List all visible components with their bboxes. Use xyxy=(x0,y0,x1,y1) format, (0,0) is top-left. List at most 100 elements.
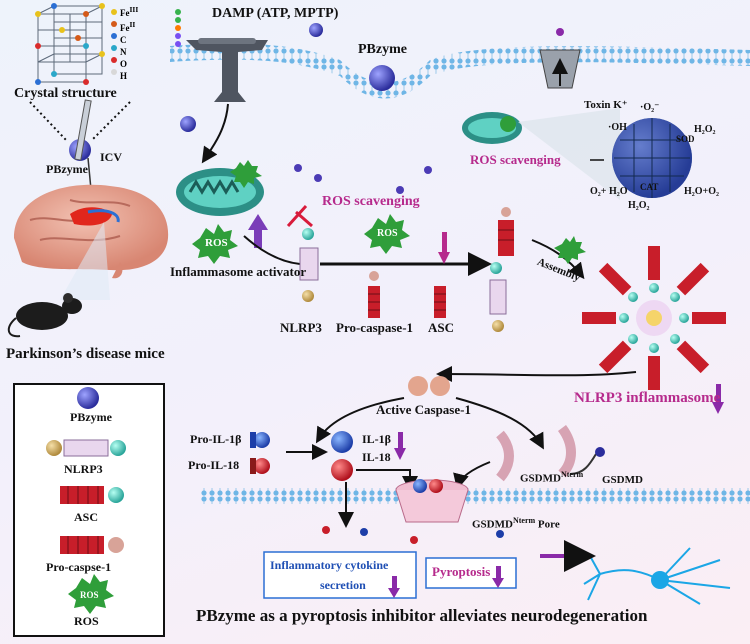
legend-nlrp3-icon xyxy=(46,439,126,457)
procasp-label: Pro-caspase-1 xyxy=(336,320,414,335)
arrow-down-icon xyxy=(712,402,724,414)
upper-membrane xyxy=(170,43,750,99)
legend-ros: ROS xyxy=(74,614,99,628)
complex-icon xyxy=(489,207,514,332)
ros-scavenging-right: ROS scavenging xyxy=(470,152,561,167)
crystal-legend-labels: FeIII FeII C N O H xyxy=(120,5,139,81)
il1b-ball xyxy=(331,431,353,453)
il18-label: IL-18 xyxy=(362,450,391,464)
legend-pbzyme-icon xyxy=(77,387,99,409)
arrow-down-icon xyxy=(438,252,450,264)
pbzyme-float xyxy=(180,116,196,132)
pro-il1b-label: Pro-IL-1β xyxy=(190,432,242,446)
legend-pbzyme: PBzyme xyxy=(70,410,112,424)
h2o2-b: H₂O₂ xyxy=(628,200,650,211)
pbzyme-top xyxy=(369,65,395,91)
gsdmd-nterm-icon xyxy=(496,430,514,482)
mitochondrion-right xyxy=(462,112,522,144)
dot xyxy=(314,174,322,182)
oh-label: ·OH xyxy=(608,122,627,133)
inflammasome-wheel xyxy=(582,246,726,390)
arrow-up-stub xyxy=(254,226,262,248)
toxin-label: Toxin K⁺ xyxy=(584,99,628,111)
h2oo2-label: H₂O+O₂ xyxy=(684,186,720,197)
zoom-cone xyxy=(60,222,110,300)
legend-asc: ASC xyxy=(74,510,99,524)
pro-caspase-icon xyxy=(368,271,380,318)
arrow xyxy=(243,235,301,265)
inhibit-line xyxy=(286,204,308,228)
dot xyxy=(424,166,432,174)
legend-procasp-icon xyxy=(60,536,124,554)
cat-label: CAT xyxy=(640,182,659,192)
footer-title: PBzyme as a pyroptosis inhibitor allevia… xyxy=(196,606,648,625)
active-casp-label: Active Caspase-1 xyxy=(376,402,471,417)
il18-ball xyxy=(331,459,353,481)
legend-procasp: Pro-caspse-1 xyxy=(46,560,112,574)
legend-nlrp3: NLRP3 xyxy=(64,462,103,476)
gsdmd-icon xyxy=(557,425,605,478)
asc-icon xyxy=(434,286,446,318)
zoom-lines xyxy=(29,101,131,141)
gsdmd-pore xyxy=(395,479,469,523)
ros-star xyxy=(230,160,262,188)
pbzyme-float xyxy=(309,23,323,37)
dot xyxy=(322,526,330,534)
active-caspase-icon xyxy=(408,376,450,396)
crystal-legend xyxy=(111,9,117,75)
mice-label: Parkinson’s disease mice xyxy=(6,346,165,362)
neuron-body xyxy=(651,571,669,589)
lower-membrane xyxy=(200,488,750,504)
ros-scavenging-mid: ROS scavenging xyxy=(322,194,420,209)
il1b-label: IL-1β xyxy=(362,432,391,446)
icv-label: ICV xyxy=(100,150,123,164)
ros-star xyxy=(192,224,238,264)
arrow-down-icon xyxy=(492,578,504,588)
arrow-down-icon xyxy=(394,448,406,460)
h2o2-a: H₂O₂ xyxy=(694,124,716,135)
ros-star-small xyxy=(554,236,586,264)
legend-ros-glyph: ROS xyxy=(80,590,99,600)
sod-label: SOD xyxy=(676,134,695,144)
damp-label: DAMP (ATP, MPTP) xyxy=(212,6,339,21)
left-pbzyme-label: PBzyme xyxy=(46,162,88,176)
nlrp3-label: NLRP3 xyxy=(280,320,322,335)
dot xyxy=(396,186,404,194)
o2-label: ·O₂⁻ xyxy=(640,102,660,113)
inflammasome-label: NLRP3 inflammasome xyxy=(574,390,721,406)
cytokine-line2: secretion xyxy=(320,578,366,592)
dot xyxy=(294,164,302,172)
pore-label: GSDMDNterm Pore xyxy=(472,516,560,531)
arrow-down-stub xyxy=(716,384,721,404)
activator-label: Inflammasome activator xyxy=(170,264,307,279)
arrow xyxy=(315,397,405,444)
brain-illustration xyxy=(14,184,169,279)
pyroptosis-label: Pyroptosis xyxy=(432,564,491,579)
toxin-channel xyxy=(539,28,581,89)
crystal-lattice xyxy=(37,5,103,83)
arrow-down-icon xyxy=(388,588,400,598)
arrow-down-stub xyxy=(398,432,403,452)
damp-receptor xyxy=(186,38,268,102)
gsdmd-label: GSDMD xyxy=(602,474,643,486)
asc-label: ASC xyxy=(428,320,455,335)
arrow xyxy=(453,461,491,490)
arrow-up-icon xyxy=(248,214,268,230)
cytokine-line1: Inflammatory cytokine xyxy=(270,558,389,572)
o2h2o-label: O₂+ H₂O xyxy=(590,186,628,197)
crystal-atoms xyxy=(35,3,105,85)
dot xyxy=(410,536,418,544)
pbzyme-top-label: PBzyme xyxy=(358,42,407,57)
pro-il18-label: Pro-IL-18 xyxy=(188,458,240,472)
damp-molecule xyxy=(175,9,181,47)
ros-glyph: ROS xyxy=(205,237,228,249)
nlrp3-icon xyxy=(299,228,319,302)
arrow-down-stub xyxy=(442,232,447,256)
dot xyxy=(360,528,368,536)
pro-il1b-icon xyxy=(250,432,270,448)
arrow-down-stub xyxy=(496,566,501,580)
crystal-title: Crystal structure xyxy=(14,86,117,101)
gsdmd-nterm-label: GSDMDNterm xyxy=(520,470,584,485)
